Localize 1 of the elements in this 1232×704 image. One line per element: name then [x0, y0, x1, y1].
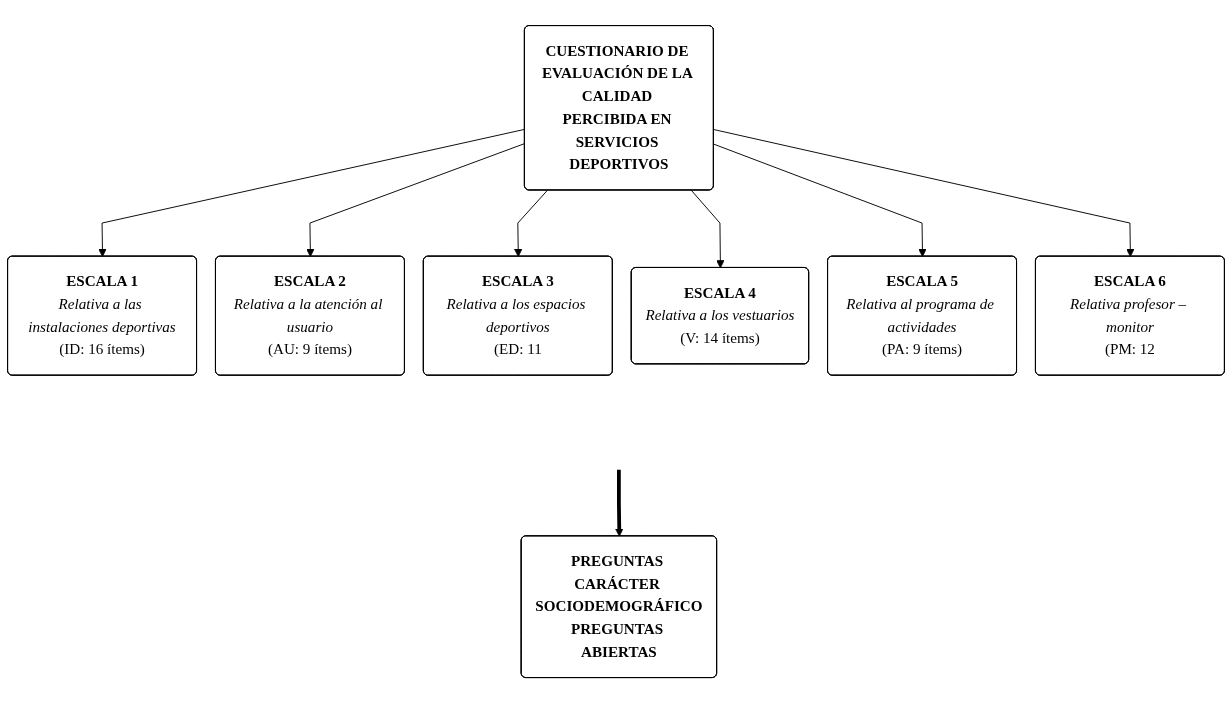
- arrow: [615, 470, 624, 538]
